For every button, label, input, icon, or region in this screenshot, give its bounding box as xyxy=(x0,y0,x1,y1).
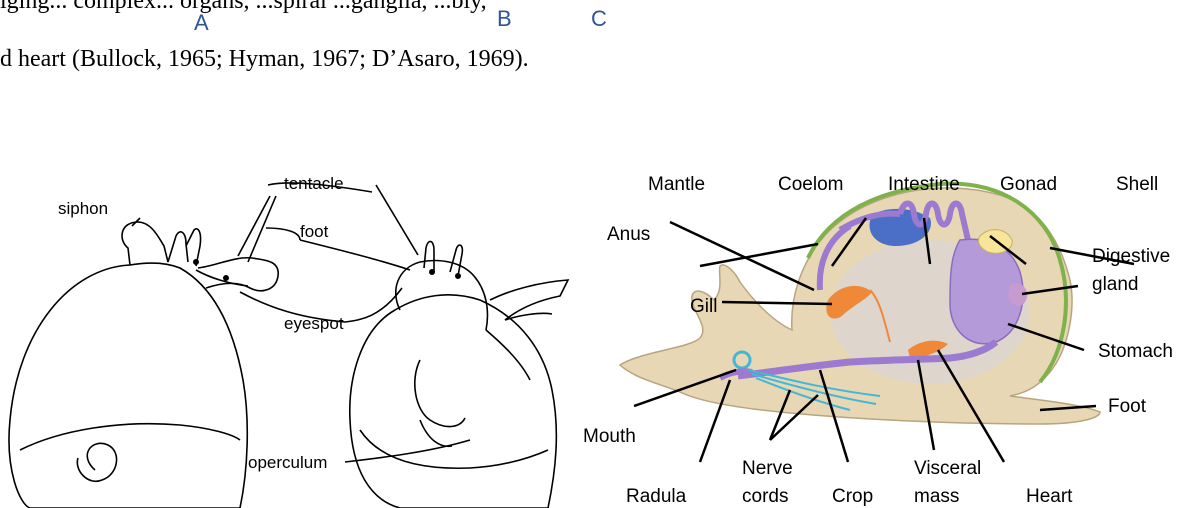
label-crop: Crop xyxy=(832,486,873,507)
label-operculum: operculum xyxy=(248,453,327,472)
label-eyespot: eyespot xyxy=(284,314,344,333)
snail-anatomy-diagram: Mantle Coelom Intestine Gonad Shell Anus… xyxy=(583,174,1173,507)
label-foot-sketch: foot xyxy=(300,222,329,241)
label-digestive: Digestive xyxy=(1092,246,1170,267)
label-nerve: Nerve xyxy=(742,458,793,479)
label-visceral: Visceral xyxy=(914,458,981,479)
label-anus: Anus xyxy=(607,224,650,245)
label-stomach: Stomach xyxy=(1098,341,1173,362)
label-tentacle: tentacle xyxy=(284,174,344,193)
label-siphon: siphon xyxy=(58,199,108,218)
label-coelom: Coelom xyxy=(778,174,843,195)
label-cords: cords xyxy=(742,486,788,507)
label-radula: Radula xyxy=(626,486,687,507)
label-mouth: Mouth xyxy=(583,426,636,447)
label-shell: Shell xyxy=(1116,174,1158,195)
label-mantle: Mantle xyxy=(648,174,705,195)
label-gonad: Gonad xyxy=(1000,174,1057,195)
label-heart: Heart xyxy=(1026,486,1073,507)
label-gill: Gill xyxy=(690,296,717,317)
label-foot: Foot xyxy=(1108,396,1147,417)
label-mass: mass xyxy=(914,486,959,507)
label-intestine: Intestine xyxy=(888,174,960,195)
snail-sketch-middle xyxy=(300,185,568,508)
label-gland: gland xyxy=(1092,274,1139,295)
